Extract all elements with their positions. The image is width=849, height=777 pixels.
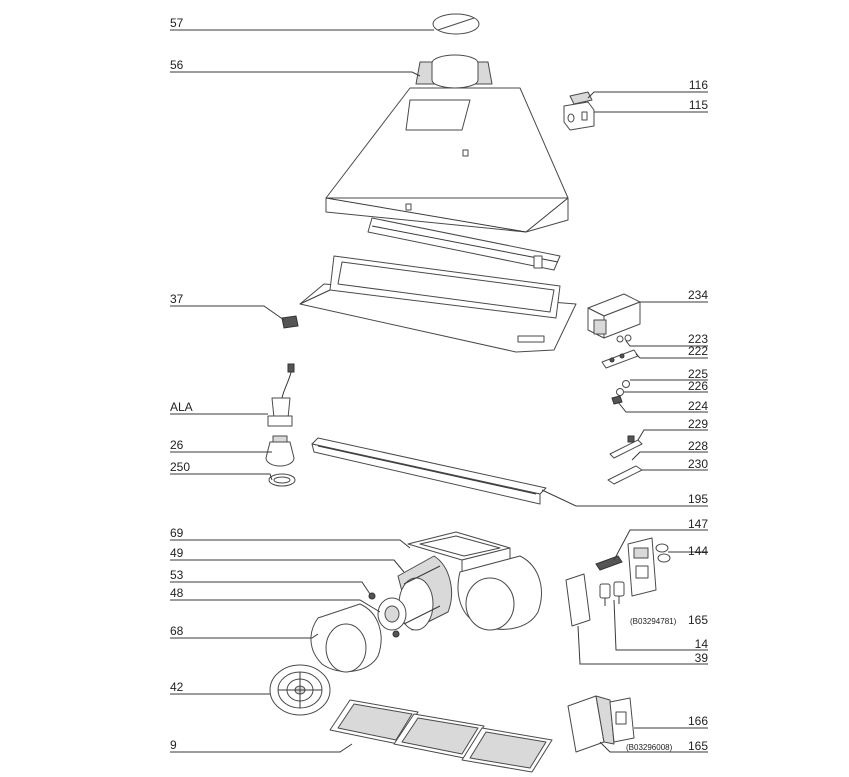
callout-37: 37	[170, 292, 184, 306]
part-57-cover	[432, 13, 480, 35]
callout-222: 222	[688, 344, 708, 358]
part-26-bulb	[265, 435, 295, 467]
part-195-channel	[311, 437, 547, 505]
part-bottom-frame	[299, 255, 577, 353]
part-166-165-box	[567, 695, 635, 753]
callout-234: 234	[688, 288, 708, 302]
callout-ALA: ALA	[170, 400, 193, 414]
part-hood-body	[325, 87, 569, 233]
callout-39: 39	[695, 651, 709, 665]
part-blower-right	[457, 555, 542, 631]
callout-53: 53	[170, 568, 184, 582]
part-9-filter-2	[393, 713, 485, 759]
callout-115: 115	[689, 98, 708, 112]
callout-229: 229	[688, 417, 708, 431]
callout-166: 166	[688, 714, 708, 728]
part-165-control-board	[627, 537, 657, 597]
part-9-filter-1	[329, 699, 419, 745]
callout-116: 116	[689, 78, 708, 92]
callout-26: 26	[170, 438, 184, 452]
part-14-capacitors	[599, 581, 625, 606]
callout-223: 223	[688, 332, 708, 346]
part-250-ring	[268, 473, 296, 487]
part-37-clip	[281, 315, 299, 329]
callout-56: 56	[170, 58, 184, 72]
part-upper-rail	[367, 217, 561, 271]
part-42-round-filter	[269, 664, 331, 716]
part-53-washer	[368, 592, 400, 638]
part-229-228-230	[607, 435, 643, 485]
callout-14: 14	[695, 637, 709, 651]
callout-165b-code: (B03296008)	[626, 743, 673, 752]
part-48-motor	[377, 597, 407, 631]
callout-195: 195	[688, 492, 708, 506]
callout-250: 250	[170, 460, 190, 474]
callout-225: 225	[688, 367, 708, 381]
callout-69: 69	[170, 526, 184, 540]
part-234-cover	[587, 293, 641, 339]
part-49-rotor	[397, 555, 452, 631]
callout-165b: 165	[688, 739, 708, 753]
part-223-222-switch	[601, 334, 639, 369]
part-68-blower-left	[310, 603, 382, 673]
part-147-terminal	[595, 555, 623, 571]
callout-165a: 165	[688, 613, 708, 627]
callout-57: 57	[170, 16, 184, 30]
callout-48: 48	[170, 586, 184, 600]
part-ALA-lamp-holder	[267, 363, 295, 427]
callout-42: 42	[170, 680, 184, 694]
callout-228: 228	[688, 439, 708, 453]
callout-144: 144	[688, 544, 708, 558]
callout-224: 224	[688, 399, 708, 413]
part-144-clip	[655, 543, 671, 563]
part-56-outlet-collar	[415, 54, 493, 89]
callout-165a-code: (B03294781)	[630, 617, 677, 626]
callout-labels: 57 56 116 115 37 234 223 222 225 226 224…	[170, 16, 708, 753]
callout-68: 68	[170, 624, 184, 638]
callout-226: 226	[688, 379, 708, 393]
callout-9: 9	[170, 738, 177, 752]
part-115-116-box	[563, 91, 595, 131]
callout-49: 49	[170, 546, 184, 560]
callout-230: 230	[688, 457, 708, 471]
part-39-panel	[565, 573, 591, 627]
part-225-226-224	[611, 380, 630, 405]
callout-147: 147	[688, 517, 708, 531]
part-9-filter-3	[461, 727, 553, 773]
leader-lines	[170, 29, 708, 753]
